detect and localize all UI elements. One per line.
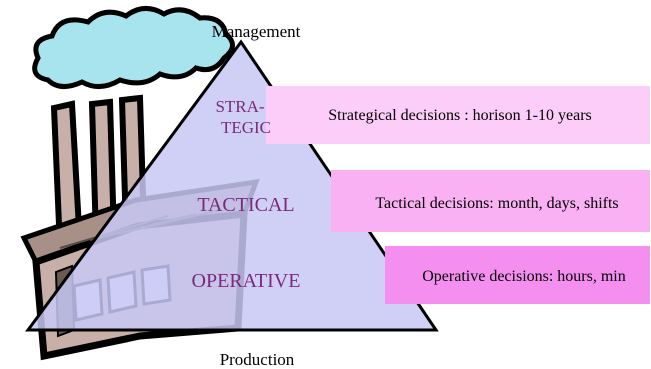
- level-strategic-box: Strategical decisions : horison 1-10 yea…: [266, 86, 650, 144]
- label-management: Management: [212, 22, 301, 41]
- level-strategic-name-line1: STRA-: [215, 97, 264, 116]
- label-production: Production: [220, 350, 295, 369]
- level-strategic-description: Strategical decisions : horison 1-10 yea…: [328, 107, 592, 124]
- level-operative-description: Operative decisions: hours, min: [422, 268, 626, 285]
- level-strategic-name-line2: TEGIC: [221, 118, 271, 137]
- level-tactical-name: TACTICAL: [197, 194, 294, 216]
- smoke-cloud-shape: [32, 6, 235, 89]
- level-operative-box: Operative decisions: hours, min: [385, 246, 650, 304]
- level-tactical-description: Tactical decisions: month, days, shifts: [375, 195, 618, 212]
- level-operative-name: OPERATIVE: [192, 270, 301, 292]
- level-tactical-box: Tactical decisions: month, days, shifts: [331, 170, 650, 232]
